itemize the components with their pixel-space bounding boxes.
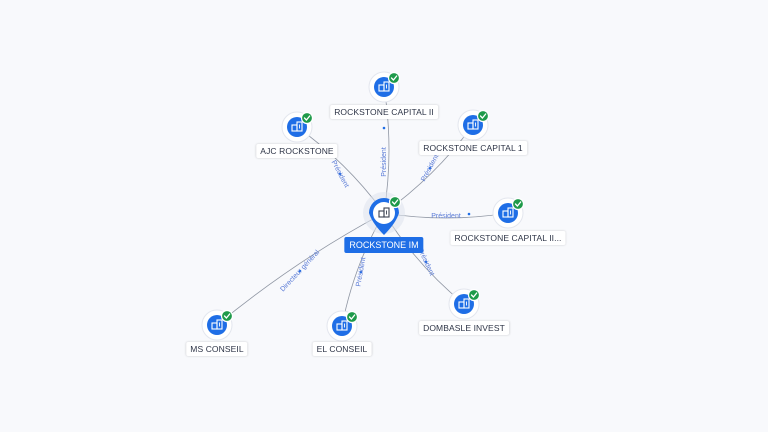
edge-label-capitalii2: Président bbox=[431, 213, 461, 220]
edge-label-capital2: Président bbox=[381, 147, 388, 177]
building-icon bbox=[291, 121, 303, 132]
node-label-msconseil[interactable]: MS CONSEIL bbox=[186, 342, 248, 356]
node-elconseil[interactable] bbox=[326, 310, 359, 342]
node-dombasle[interactable] bbox=[448, 288, 481, 320]
check-badge-icon bbox=[300, 111, 314, 125]
edge-msconseil bbox=[216, 212, 385, 326]
check-badge-icon bbox=[467, 288, 481, 302]
edge-label-elconseil: Président bbox=[355, 257, 367, 287]
edge-arrow-capital2 bbox=[382, 126, 386, 130]
building-icon bbox=[336, 320, 348, 331]
edge-arrow-dombasle bbox=[424, 260, 428, 264]
node-capital1[interactable] bbox=[457, 109, 490, 141]
edge-arrow-msconseil bbox=[298, 269, 302, 273]
edge-arrow-ajc bbox=[338, 172, 342, 176]
node-label-ajc[interactable]: AJC ROCKSTONE bbox=[256, 144, 338, 158]
edge-label-capital1: Président bbox=[420, 153, 440, 182]
edge-label-ajc: Président bbox=[330, 159, 350, 188]
node-ajc[interactable] bbox=[281, 111, 314, 143]
building-icon bbox=[378, 81, 390, 92]
check-badge-icon bbox=[476, 109, 490, 123]
building-icon bbox=[467, 119, 479, 130]
building-icon bbox=[502, 207, 514, 218]
check-badge-icon bbox=[345, 310, 359, 324]
nodes-layer bbox=[201, 71, 525, 342]
check-badge-icon bbox=[388, 195, 402, 209]
center-node-label[interactable]: ROCKSTONE IM bbox=[344, 237, 424, 253]
node-msconseil[interactable] bbox=[201, 309, 234, 341]
node-label-dombasle[interactable]: DOMBASLE INVEST bbox=[419, 321, 509, 335]
edge-arrow-capitalii2 bbox=[467, 212, 471, 216]
node-capitalii2[interactable] bbox=[492, 197, 525, 229]
check-badge-icon bbox=[220, 309, 234, 323]
check-badge-icon bbox=[387, 71, 401, 85]
node-label-capitalii2[interactable]: ROCKSTONE CAPITAL II... bbox=[450, 231, 566, 245]
building-icon bbox=[378, 207, 390, 218]
check-badge-icon bbox=[511, 197, 525, 211]
edge-label-msconseil: Directeur général bbox=[279, 249, 321, 293]
node-capital2[interactable] bbox=[368, 71, 401, 103]
edge-arrow-capital1 bbox=[428, 166, 432, 170]
node-label-elconseil[interactable]: EL CONSEIL bbox=[312, 342, 372, 356]
node-label-capital1[interactable]: ROCKSTONE CAPITAL 1 bbox=[419, 141, 527, 155]
building-icon bbox=[211, 319, 223, 330]
building-icon bbox=[458, 298, 470, 309]
center-node[interactable] bbox=[363, 192, 405, 235]
edge-arrow-elconseil bbox=[359, 270, 363, 274]
node-label-capital2[interactable]: ROCKSTONE CAPITAL II bbox=[330, 105, 438, 119]
